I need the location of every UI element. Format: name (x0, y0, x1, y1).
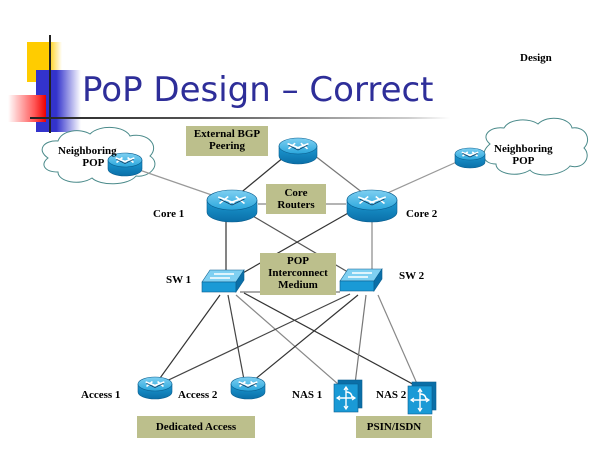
cloud-icon (483, 117, 588, 176)
router-icon-bgp (278, 137, 318, 165)
link-sw1-access1 (154, 294, 221, 386)
access-server-icon-nas2 (407, 381, 437, 415)
external-bgp-box: External BGP Peering (186, 126, 268, 156)
pstn-isdn-box: PSIN/ISDN (356, 416, 432, 438)
core1-label: Core 1 (153, 208, 185, 220)
access2-label: Access 2 (178, 389, 218, 401)
box-line: Peering (208, 140, 246, 152)
box-line: Core (284, 187, 308, 199)
link-sw1-access2 (227, 294, 246, 386)
title-underline (30, 117, 450, 119)
access-server-icon-nas1 (333, 379, 363, 413)
router-icon-access2 (230, 376, 266, 400)
router-icon-neighbor-right (454, 147, 486, 169)
slide-title: PoP Design – Correct (82, 70, 434, 110)
link-sw2-nas1 (354, 294, 367, 385)
link-sw2-access1 (157, 293, 351, 386)
link-sw1-nas1 (235, 294, 339, 385)
slide-section-label: Design (520, 52, 552, 64)
cloud-label-line: Neighboring (58, 145, 117, 157)
core2-label: Core 2 (406, 208, 438, 220)
router-icon-access1 (137, 376, 173, 400)
core-routers-box: Core Routers (266, 184, 326, 214)
access1-label: Access 1 (81, 389, 121, 401)
link-core2-sw1 (233, 211, 351, 279)
dedicated-access-box: Dedicated Access (137, 416, 255, 438)
router-icon-core2 (346, 189, 398, 223)
link-sw1-nas2 (243, 292, 421, 389)
router-icon-core1 (206, 189, 258, 223)
box-line: External BGP (193, 128, 261, 140)
nas1-label: NAS 1 (292, 389, 323, 401)
switch-icon-sw2 (339, 268, 383, 292)
nas2-label: NAS 2 (376, 389, 407, 401)
sw2-label: SW 2 (399, 270, 425, 282)
neighbor-pop-right-label: Neighboring POP (494, 143, 553, 167)
switch-icon-sw1 (201, 269, 245, 293)
box-line: Routers (277, 199, 315, 211)
box-line: POP (287, 255, 309, 267)
link-core1-sw2 (245, 211, 359, 279)
cloud-label-line: POP (82, 157, 105, 169)
link-sw2-access2 (247, 294, 359, 386)
sw1-label: SW 1 (166, 274, 192, 286)
router-icon-neighbor-left (107, 152, 143, 177)
box-line: Medium (278, 279, 318, 291)
neighbor-pop-left-label: Neighboring POP (58, 145, 117, 169)
cloud-label-line: Neighboring (494, 143, 553, 155)
pop-interconnect-box: POP Interconnect Medium (260, 253, 336, 295)
box-line: Interconnect (268, 267, 328, 279)
decorative-vertical-line (49, 35, 51, 133)
cloud-label-line: POP (512, 155, 535, 167)
link-sw2-nas2 (377, 294, 419, 387)
